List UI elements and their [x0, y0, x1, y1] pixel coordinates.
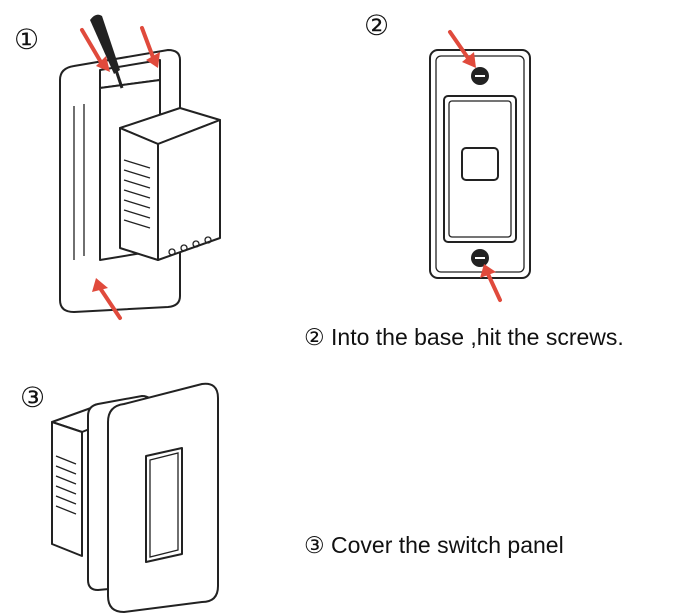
step-3-caption: ③ Cover the switch panel [304, 532, 564, 558]
step-2-marker: ② [364, 9, 390, 42]
switch-body-ribs [55, 455, 77, 515]
step-2-caption: ② Into the base ,hit the screws. [304, 324, 624, 350]
switch-body-side [51, 421, 83, 557]
step-2-illustration [429, 30, 531, 302]
terminals [168, 236, 212, 256]
step-3-marker: ③ [20, 381, 46, 414]
arrow-indicators [80, 26, 160, 320]
switch-body-ribs [123, 159, 151, 229]
screwdriver [90, 14, 124, 89]
step-1-illustration [59, 14, 221, 320]
center-button [461, 147, 499, 181]
top-screw-icon [471, 67, 489, 85]
step-1-marker: ① [14, 23, 40, 56]
arrow-indicators [448, 30, 502, 302]
cover-opening [145, 447, 183, 563]
switch-body-front [157, 119, 221, 261]
step-3-illustration [51, 382, 219, 613]
bottom-screw-icon [471, 249, 489, 267]
